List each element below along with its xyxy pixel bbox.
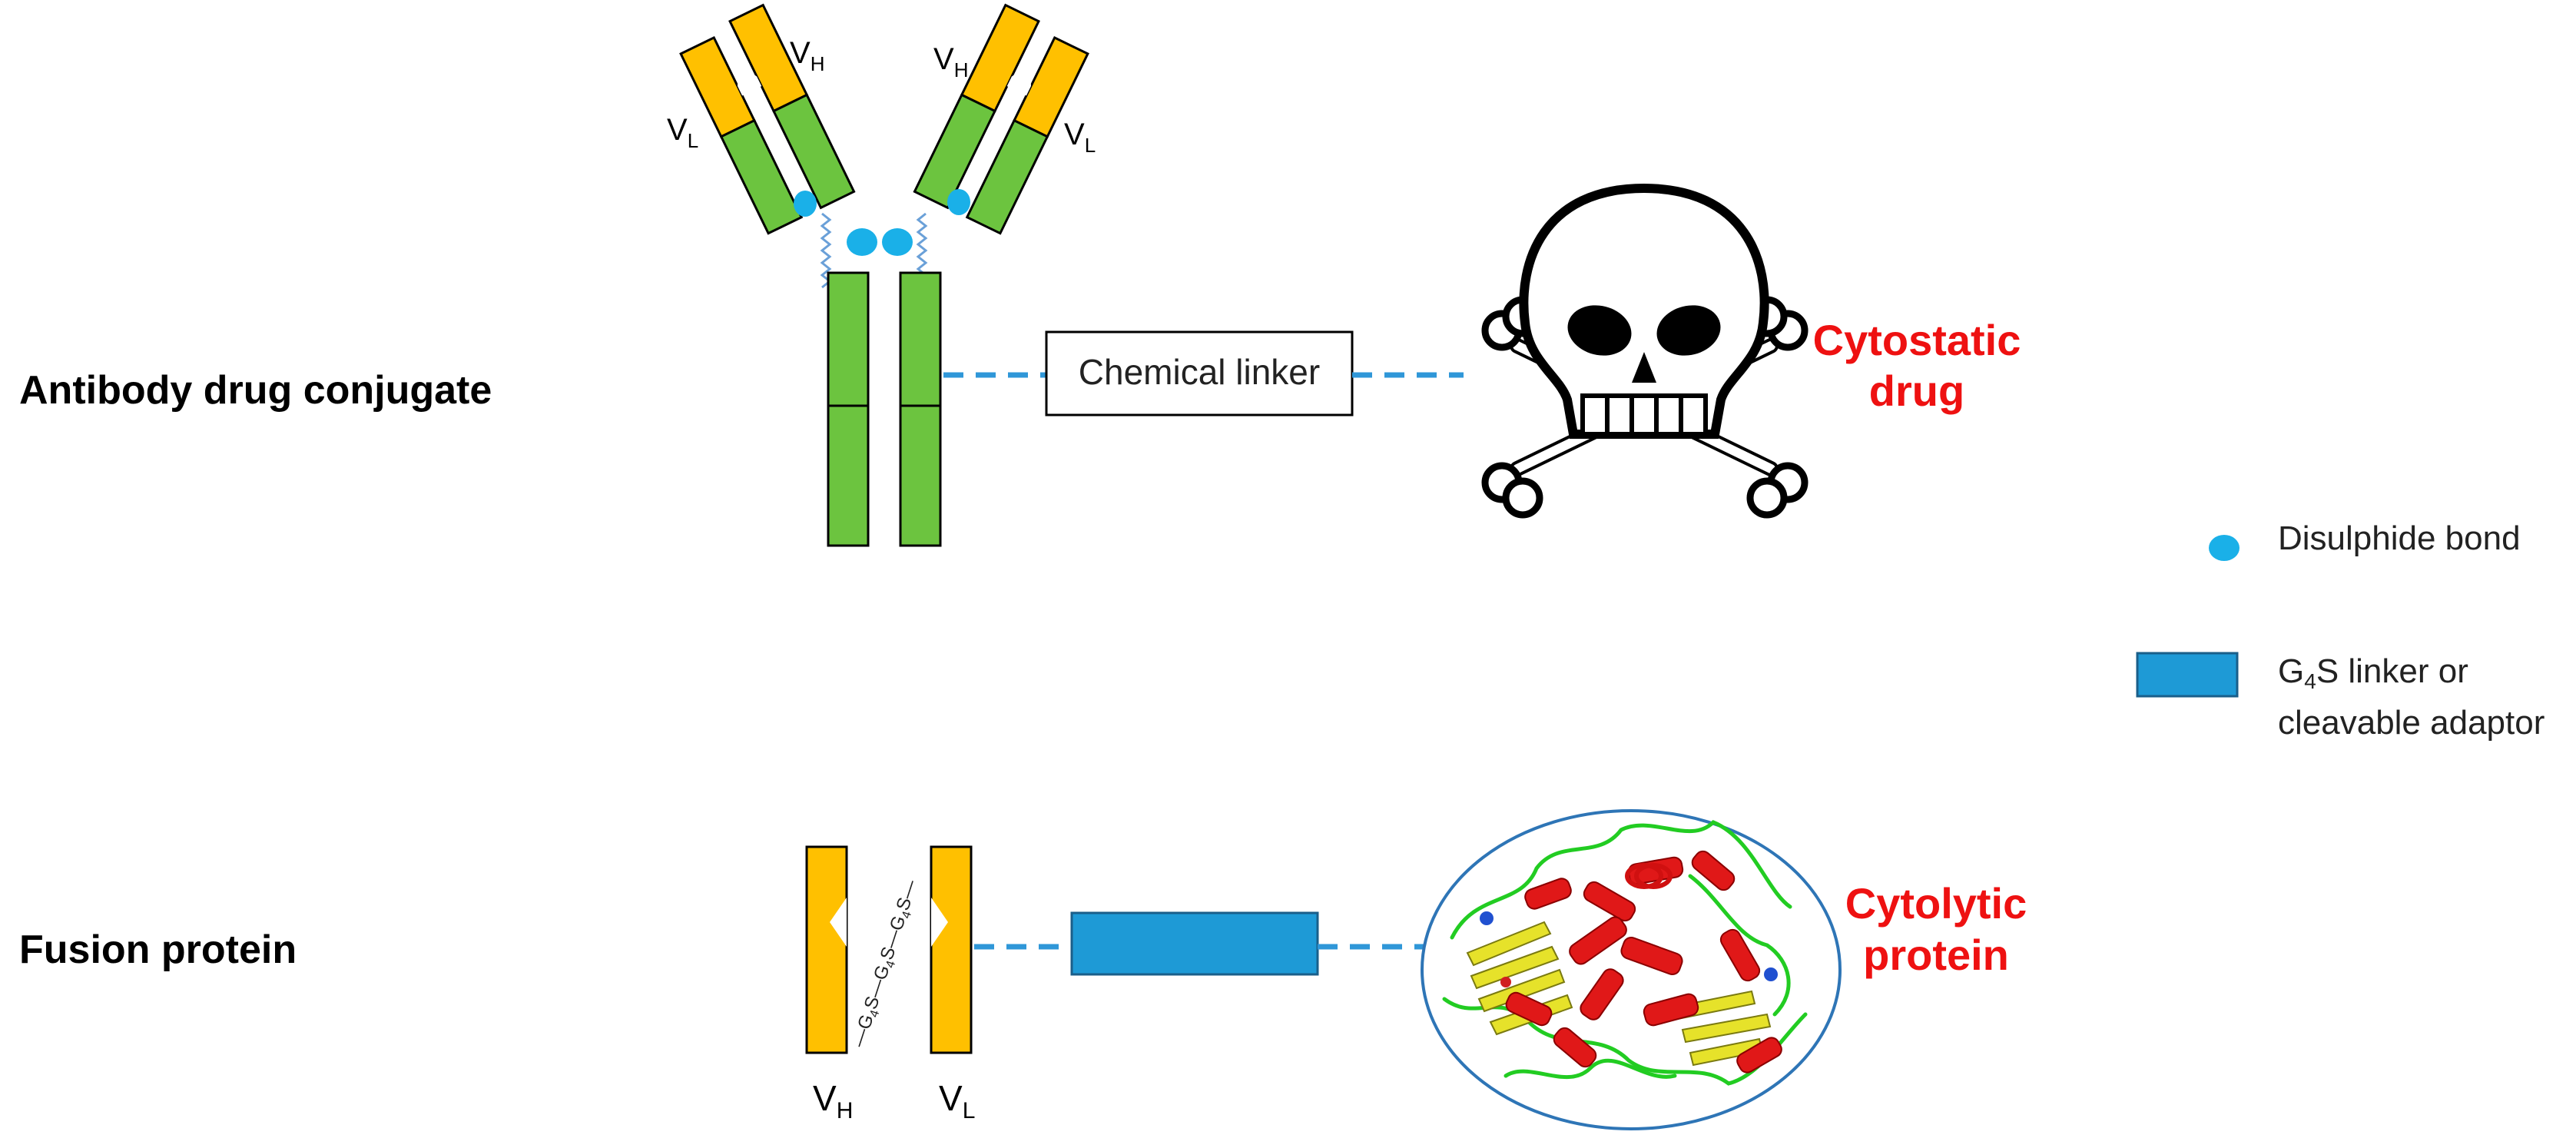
protein-structure-icon [1421,809,1842,1130]
scfv-antigen-site-left [830,898,847,947]
vl-left-label: VL [667,113,698,152]
antigen-site-left [737,63,762,96]
legend-disulphide-label: Disulphide bond [2278,519,2521,557]
light-chain-cl-left [719,118,804,235]
legend-disulphide-icon [2209,535,2239,561]
scfv-vh-domain [805,845,848,1054]
legend-linker-label-line1: G4S linker or [2278,652,2468,693]
chemical-linker-box [1045,330,1354,416]
antibody-icon [679,3,1089,547]
heavy-chain-ch1-left [772,93,856,210]
adc-row-label: Antibody drug conjugate [19,368,492,413]
hinge-squiggle-left [820,212,832,289]
scfv-vl-domain [930,845,973,1054]
cytolytic-protein-label-line2: protein [1863,931,2009,979]
antigen-site-right [1006,63,1032,96]
scfv-g4s-linker: —G4S—G4S—G4S— [848,878,924,1050]
vl-right-label: VL [1064,118,1096,157]
cytolytic-protein-label-line1: Cytolytic [1845,879,2027,928]
disulphide-bond-left-arm [794,191,817,217]
vh-right-label: VH [933,42,968,81]
heavy-chain-stem-right-upper [899,271,942,407]
disulphide-bond-hinge-left [847,228,877,256]
disulphide-bond-hinge-right [882,228,913,256]
heavy-chain-stem-left-lower [827,404,870,547]
g4s-linker-text: —G4S—G4S—G4S— [848,878,924,1050]
heavy-chain-stem-right-lower [899,404,942,547]
fab-arm-right [913,3,1089,235]
cytostatic-drug-label-line1: Cytostatic [1813,316,2021,364]
light-chain-cl-right [965,118,1049,235]
heavy-chain-stem-left-upper [827,271,870,407]
heavy-chain-ch1-right [913,93,996,210]
skull-crossbones-icon [1481,183,1809,519]
cytostatic-drug-label-line2: drug [1869,367,1964,415]
vh-left-label: VH [790,36,824,75]
fab-arm-left [679,3,856,235]
fusion-linker-block [1070,911,1319,976]
scfv-icon: —G4S—G4S—G4S— [805,845,973,1054]
chemical-linker-label: Chemical linker [1079,352,1320,392]
fusion-vh-label: VH [813,1078,853,1123]
legend-linker-label-line2: cleavable adaptor [2278,704,2545,742]
fusion-vl-label: VL [939,1078,975,1123]
fusion-row-label: Fusion protein [19,928,297,972]
disulphide-bond-right-arm [947,189,970,215]
scfv-antigen-site-right [931,898,948,947]
legend-linker-icon [2136,652,2239,698]
